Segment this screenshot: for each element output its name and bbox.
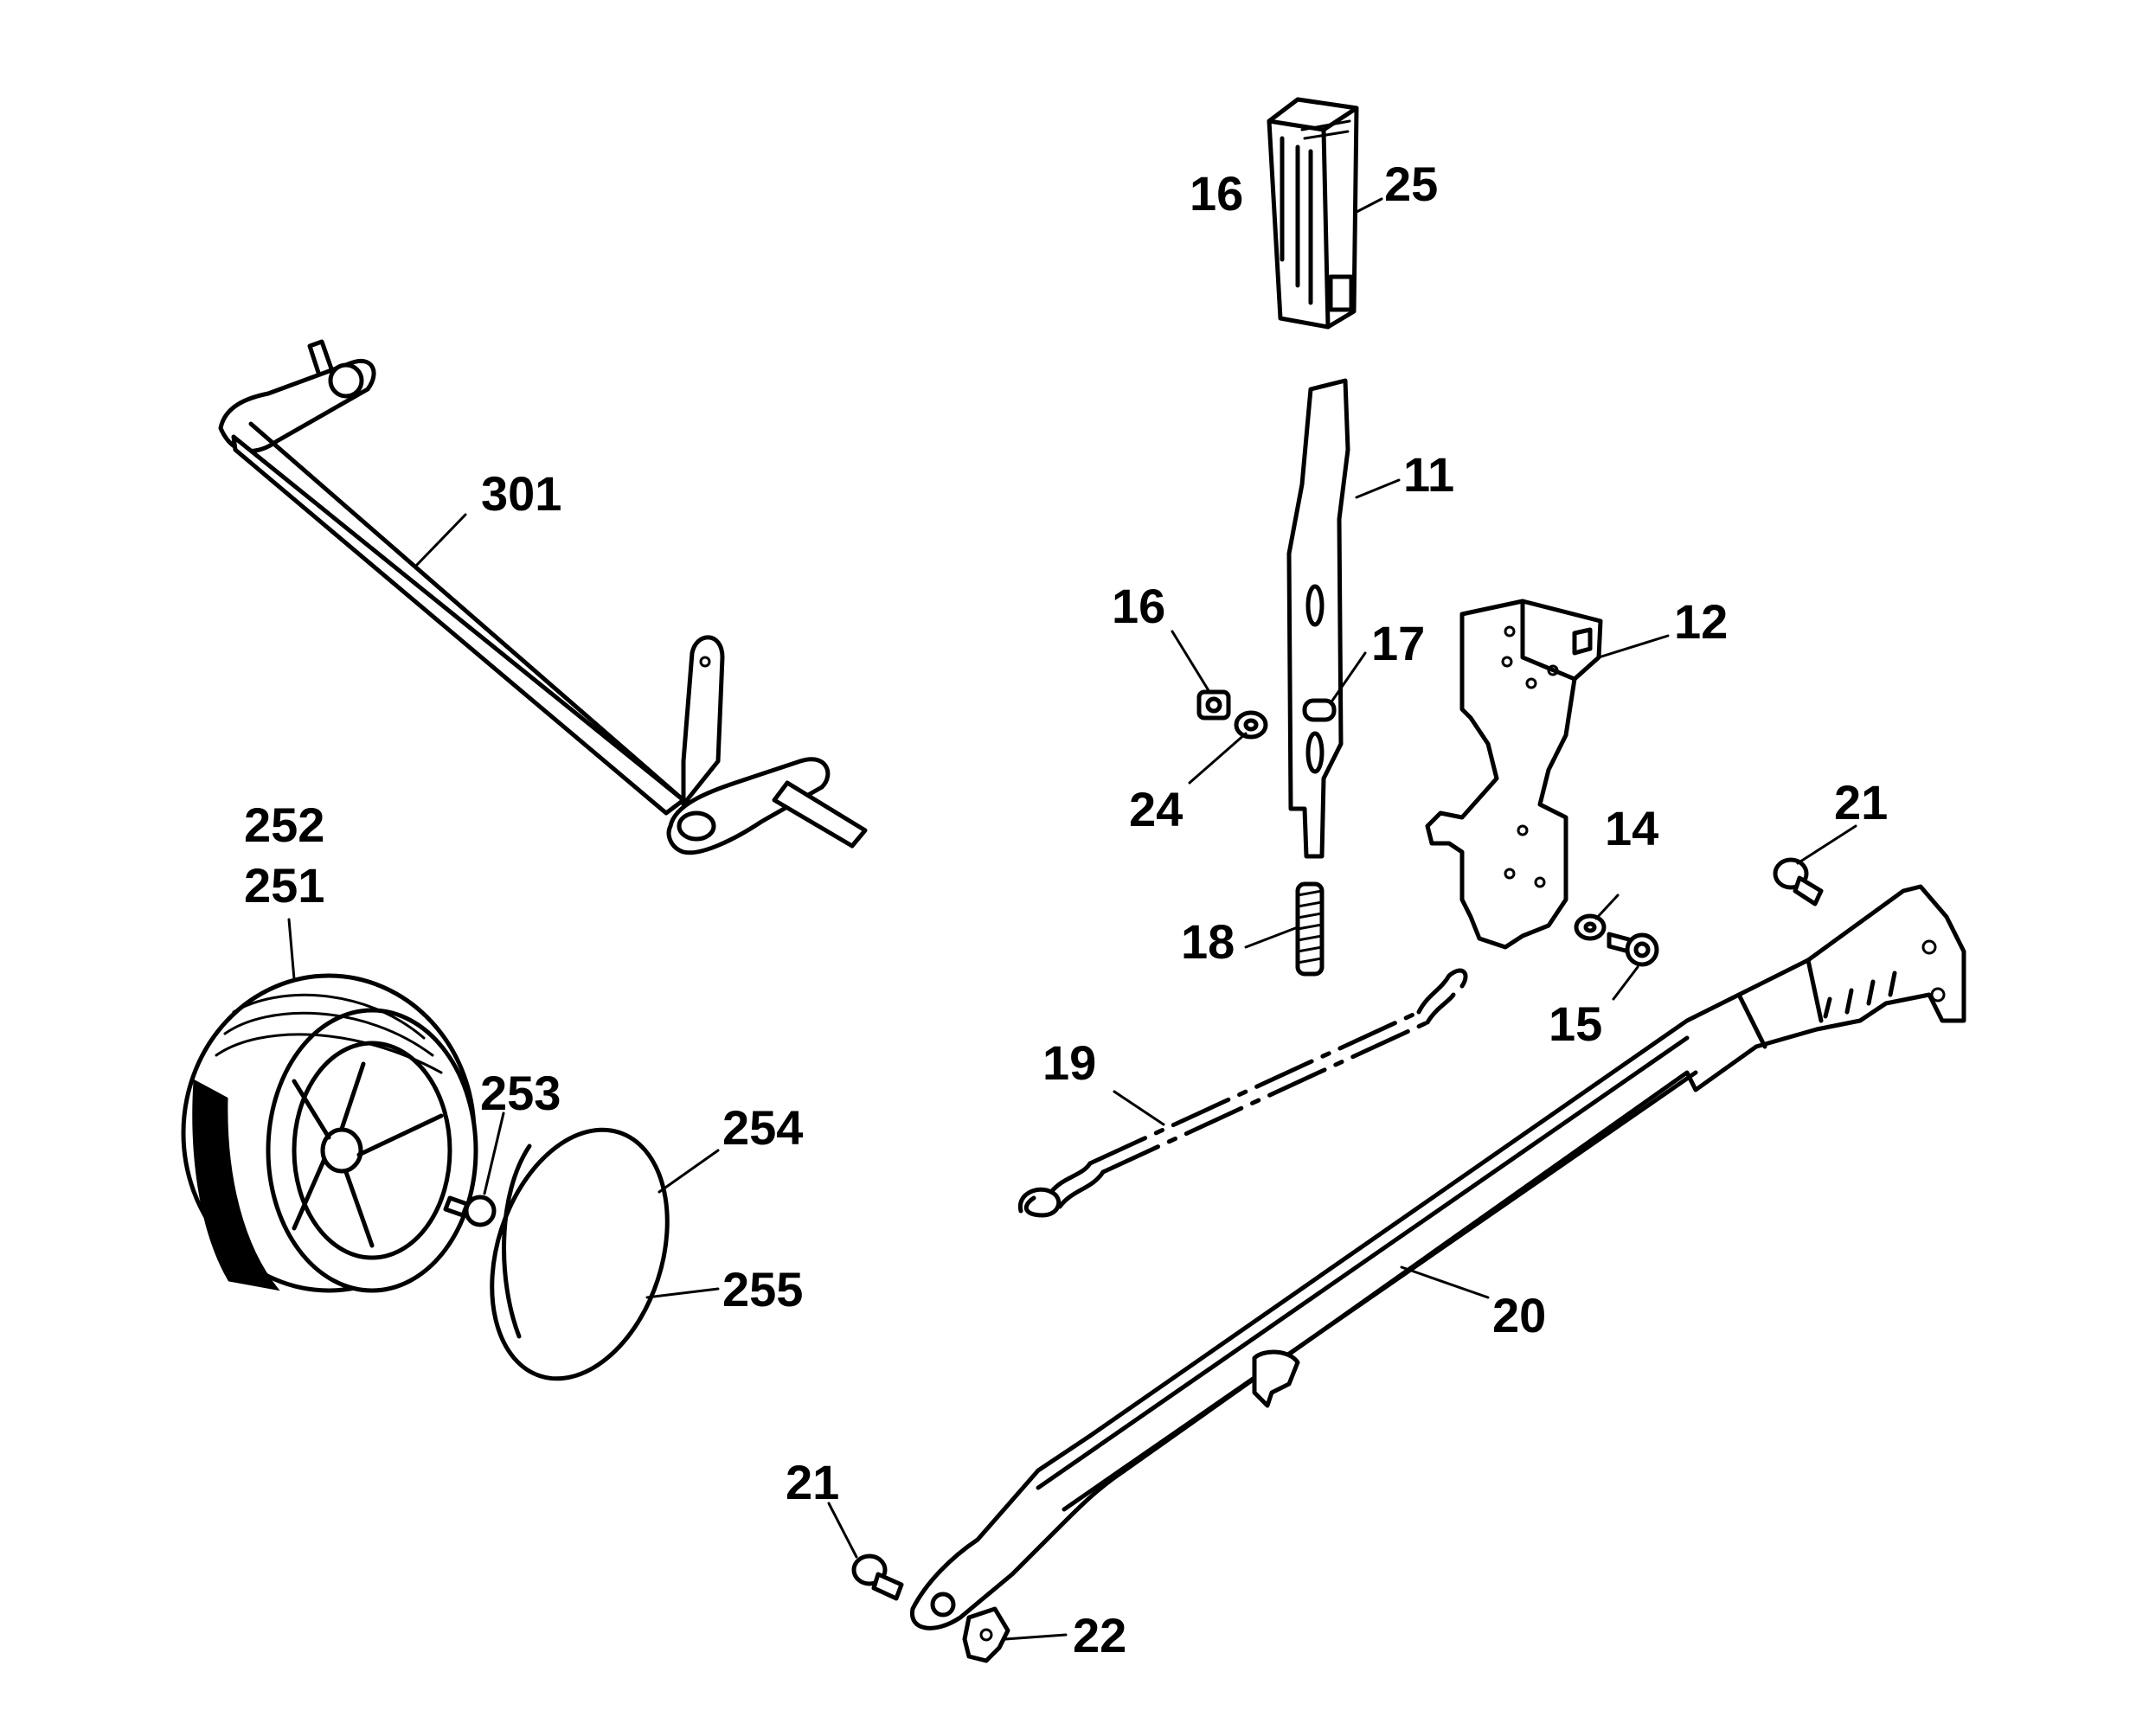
screw-left-part — [851, 1553, 904, 1601]
pin-part — [1302, 698, 1337, 722]
rod-part — [1017, 968, 1468, 1218]
label-15: 15 — [1549, 996, 1602, 1051]
label-18: 18 — [1181, 914, 1235, 969]
label-20: 20 — [1492, 1288, 1546, 1342]
lever-plate-part — [1286, 378, 1350, 859]
spring-part — [1295, 881, 1325, 977]
label-253: 253 — [480, 1066, 561, 1120]
washer-part — [1234, 710, 1268, 740]
bracket-part — [1425, 599, 1603, 950]
label-19: 19 — [1042, 1035, 1096, 1090]
label-12: 12 — [1674, 594, 1728, 649]
label-21-left: 21 — [786, 1455, 839, 1509]
label-22: 22 — [1073, 1608, 1126, 1662]
washer-right-part — [1574, 913, 1607, 941]
hub-bolt-part — [443, 1195, 497, 1227]
axle-part — [218, 339, 868, 855]
clip-part — [962, 1606, 1010, 1663]
nut-part — [1196, 689, 1231, 721]
wheel-part — [181, 973, 478, 1293]
screw-right-part — [1773, 857, 1824, 906]
label-251: 251 — [244, 858, 324, 913]
label-21-right: 21 — [1834, 775, 1888, 830]
label-255: 255 — [722, 1262, 803, 1316]
handle-grip-part — [1267, 97, 1359, 330]
hub-cap-part — [490, 1127, 670, 1381]
label-14: 14 — [1605, 801, 1658, 855]
label-16-grip: 16 — [1190, 166, 1243, 221]
label-301: 301 — [481, 466, 561, 521]
label-25: 25 — [1384, 157, 1438, 211]
label-16-nut: 16 — [1112, 579, 1165, 633]
label-11: 11 — [1403, 447, 1454, 502]
bolt-part — [1607, 932, 1659, 967]
label-254: 254 — [722, 1100, 803, 1155]
label-17: 17 — [1371, 616, 1425, 670]
label-252: 252 — [244, 798, 324, 852]
label-24: 24 — [1129, 782, 1183, 836]
leader-lines — [287, 197, 1857, 1641]
lower-handle-part — [910, 884, 1966, 1630]
